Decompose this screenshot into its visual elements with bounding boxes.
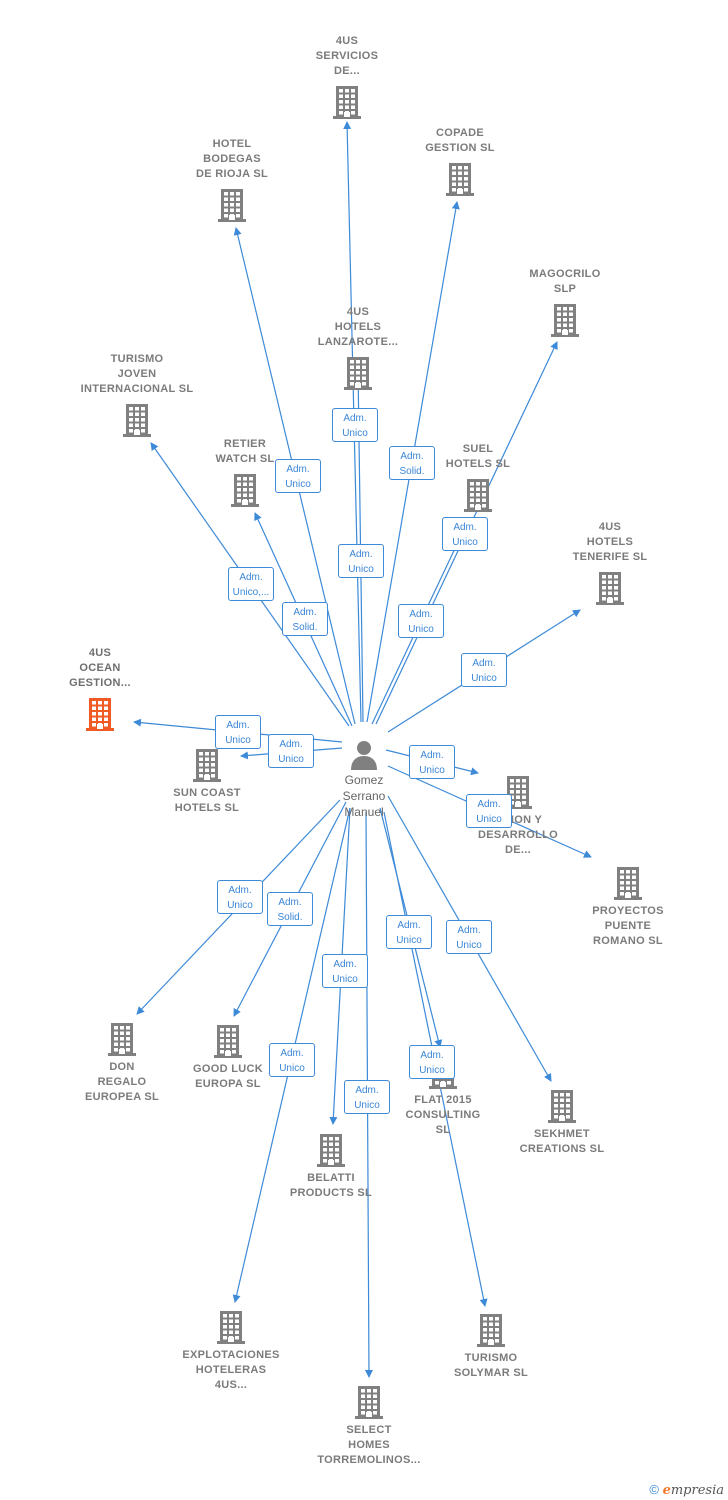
building-icon	[108, 1023, 136, 1056]
company-node[interactable]: 4US HOTELS TENERIFE SL	[540, 520, 680, 605]
company-node[interactable]: EXPLOTACIONES HOTELERAS 4US...	[161, 1310, 301, 1393]
role-label[interactable]: Adm. Unico	[344, 1080, 390, 1114]
building-icon	[217, 1311, 245, 1344]
role-label[interactable]: Adm. Unico	[268, 734, 314, 768]
building-icon	[355, 1386, 383, 1419]
company-name: BELATTI PRODUCTS SL	[289, 1172, 373, 1199]
company-node[interactable]: COPADE GESTION SL	[390, 126, 530, 196]
building-icon	[477, 1314, 505, 1347]
footer-brand: © empresia	[649, 1482, 724, 1498]
role-label[interactable]: Adm. Unico	[442, 517, 488, 551]
role-label[interactable]: Adm. Unico	[386, 915, 432, 949]
company-name: SELECT HOMES TORREMOLINOS...	[317, 1424, 421, 1466]
company-node[interactable]: FLAT 2015 CONSULTING SL	[373, 1055, 513, 1138]
building-icon	[123, 404, 151, 437]
person-name: Gomez Serrano Manuel	[342, 773, 386, 819]
building-icon	[596, 572, 624, 605]
role-label[interactable]: Adm. Unico	[322, 954, 368, 988]
role-label[interactable]: Adm. Unico	[269, 1043, 315, 1077]
company-node[interactable]: MAGOCRILO SLP	[495, 267, 635, 337]
person-icon	[351, 741, 377, 770]
company-name: 4US HOTELS TENERIFE SL	[572, 521, 648, 563]
company-node[interactable]: DON REGALO EUROPEA SL	[52, 1022, 192, 1105]
company-name: 4US OCEAN GESTION...	[69, 647, 131, 689]
role-label[interactable]: Adm. Solid.	[389, 446, 435, 480]
role-label[interactable]: Adm. Unico	[217, 880, 263, 914]
role-label[interactable]: Adm. Unico	[398, 604, 444, 638]
building-icon	[548, 1090, 576, 1123]
building-icon	[446, 163, 474, 196]
company-name: DON REGALO EUROPEA SL	[84, 1061, 160, 1103]
role-label[interactable]: Adm. Unico	[466, 794, 512, 828]
building-icon	[551, 304, 579, 337]
building-icon	[504, 776, 532, 809]
building-icon	[193, 749, 221, 782]
company-name: GOOD LUCK EUROPA SL	[193, 1063, 263, 1090]
role-label[interactable]: Adm. Unico	[461, 653, 507, 687]
person-node[interactable]: Gomez Serrano Manuel	[319, 738, 409, 820]
role-label[interactable]: Adm. Unico	[446, 920, 492, 954]
copyright-symbol: ©	[649, 1482, 659, 1497]
role-label[interactable]: Adm. Unico	[332, 408, 378, 442]
company-node[interactable]: SEKHMET CREATIONS SL	[492, 1089, 632, 1157]
company-node[interactable]: SUEL HOTELS SL	[408, 442, 548, 512]
company-node[interactable]: 4US HOTELS LANZAROTE...	[288, 305, 428, 390]
role-label[interactable]: Adm. Unico	[409, 1045, 455, 1079]
company-name: RETIER WATCH SL	[215, 438, 275, 465]
company-name: TURISMO JOVEN INTERNACIONAL SL	[80, 353, 194, 395]
building-icon	[214, 1025, 242, 1058]
company-name: 4US SERVICIOS DE...	[315, 35, 379, 77]
building-icon	[231, 474, 259, 507]
building-icon	[218, 189, 246, 222]
building-icon	[614, 867, 642, 900]
building-icon	[464, 479, 492, 512]
company-name: SUEL HOTELS SL	[445, 443, 511, 470]
role-label[interactable]: Adm. Unico	[409, 745, 455, 779]
company-node-main[interactable]: 4US OCEAN GESTION...	[30, 646, 170, 731]
brand-logo[interactable]: empresia	[662, 1483, 724, 1498]
building-icon	[344, 357, 372, 390]
building-icon	[86, 698, 114, 731]
company-node[interactable]: GOOD LUCK EUROPA SL	[158, 1024, 298, 1092]
company-name: HOTEL BODEGAS DE RIOJA SL	[196, 138, 268, 180]
company-node[interactable]: SELECT HOMES TORREMOLINOS...	[299, 1385, 439, 1468]
role-label[interactable]: Adm. Solid.	[267, 892, 313, 926]
company-name: EXPLOTACIONES HOTELERAS 4US...	[182, 1349, 280, 1391]
role-label[interactable]: Adm. Unico,...	[228, 567, 274, 601]
company-name: MAGOCRILO SLP	[529, 268, 601, 295]
role-label[interactable]: Adm. Unico	[275, 459, 321, 493]
building-icon	[317, 1134, 345, 1167]
company-name: TURISMO SOLYMAR SL	[453, 1352, 529, 1379]
role-label[interactable]: Adm. Unico	[338, 544, 384, 578]
company-name: PROYECTOS PUENTE ROMANO SL	[592, 905, 664, 947]
company-node[interactable]: 4US SERVICIOS DE...	[277, 34, 417, 119]
company-name: FLAT 2015 CONSULTING SL	[405, 1094, 481, 1136]
company-node[interactable]: HOTEL BODEGAS DE RIOJA SL	[162, 137, 302, 222]
company-name: SEKHMET CREATIONS SL	[519, 1128, 605, 1155]
company-name: SUN COAST HOTELS SL	[173, 787, 241, 814]
role-label[interactable]: Adm. Solid.	[282, 602, 328, 636]
company-node[interactable]: RETIER WATCH SL	[175, 437, 315, 507]
building-icon	[333, 86, 361, 119]
company-name: 4US HOTELS LANZAROTE...	[317, 306, 399, 348]
company-node[interactable]: PROYECTOS PUENTE ROMANO SL	[558, 866, 698, 949]
company-node[interactable]: BELATTI PRODUCTS SL	[261, 1133, 401, 1201]
role-label[interactable]: Adm. Unico	[215, 715, 261, 749]
company-name: COPADE GESTION SL	[425, 127, 495, 154]
company-node[interactable]: SUN COAST HOTELS SL	[137, 748, 277, 816]
company-node[interactable]: TURISMO SOLYMAR SL	[421, 1313, 561, 1381]
company-node[interactable]: TURISMO JOVEN INTERNACIONAL SL	[67, 352, 207, 437]
